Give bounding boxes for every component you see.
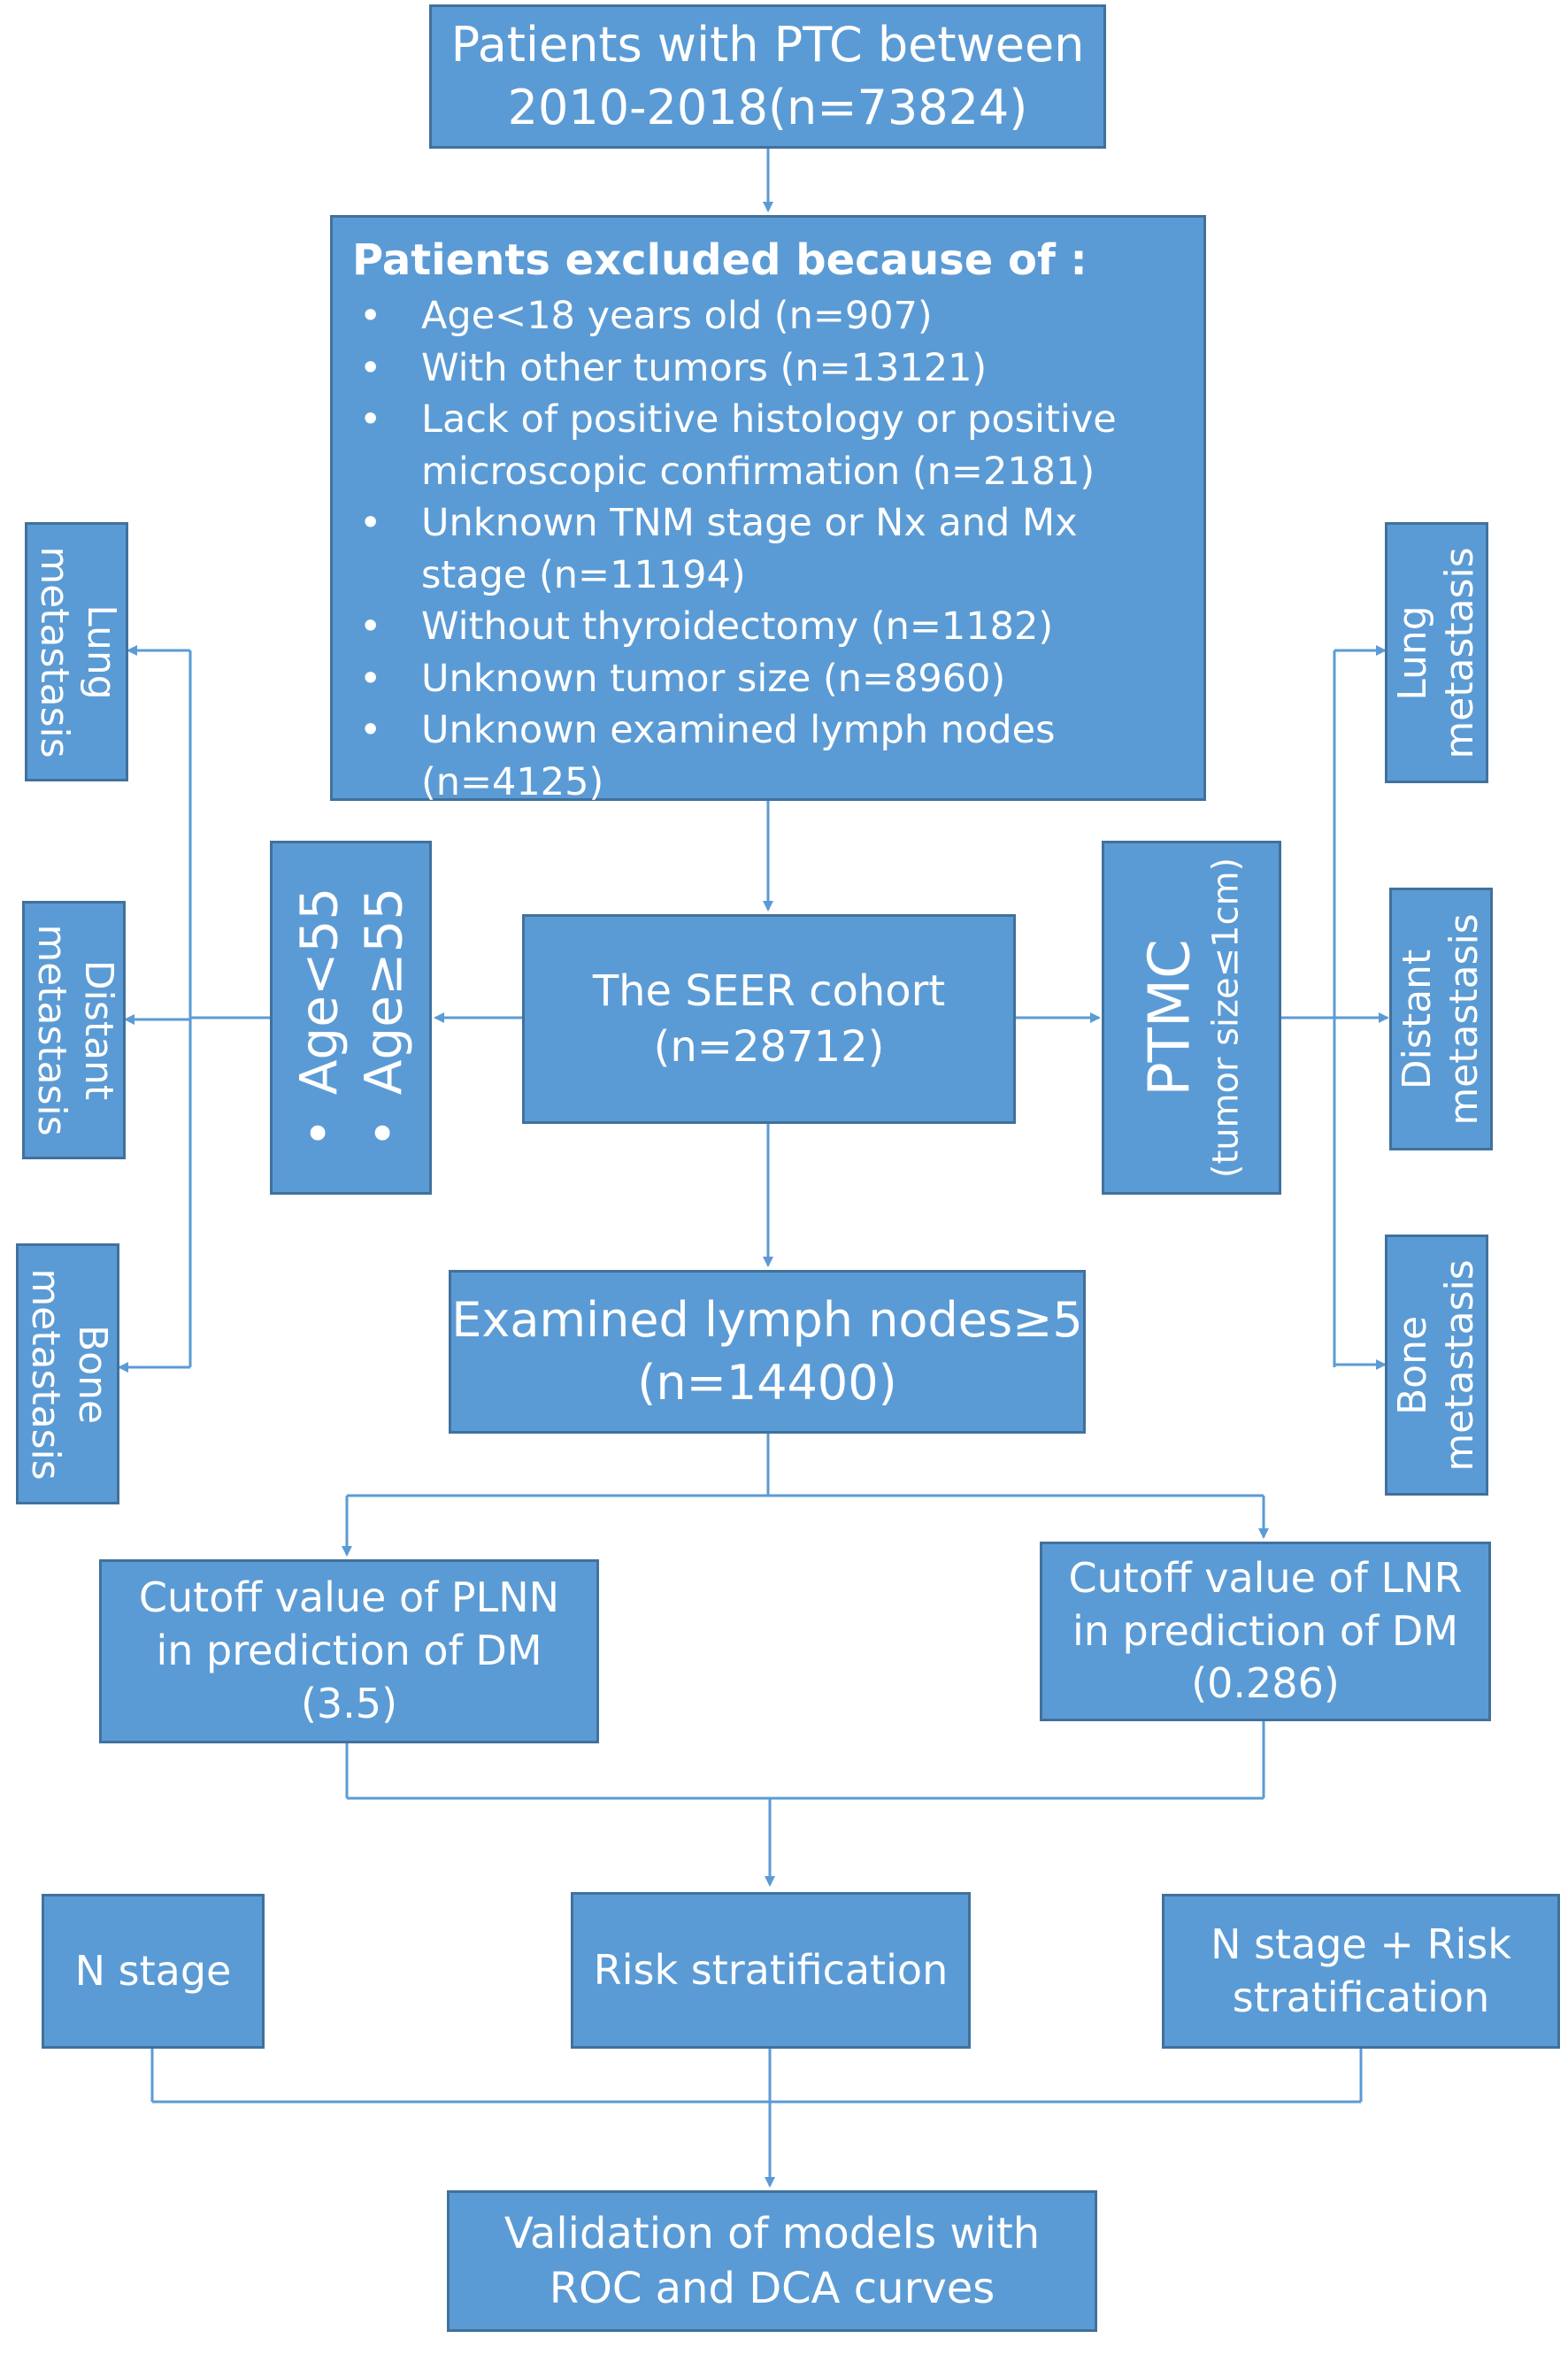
validation-line-1: Validation of models with [503,2208,1041,2258]
left-lung-metastasis-label: Lung metastasis [30,546,124,758]
n-stage-risk-line-2: stratification [1232,1973,1490,2021]
outcome-word: metastasis [1436,1258,1482,1472]
ptc-patients-box: Patients with PTC between 2010-2018(n=73… [429,4,1106,149]
exclusion-title: Patients excluded because of : [352,235,1088,285]
exclusion-item: Unknown examined lymph nodes (n=4125) [352,704,1184,808]
n-stage-risk-box: N stage + Risk stratification [1162,1894,1560,2049]
right-bone-metastasis-box: Bone metastasis [1385,1235,1488,1496]
connector-ptmc-right [1281,650,1336,1367]
connector-examined-split [347,1434,1264,1497]
exclusion-criteria-box: Patients excluded because of : Age<18 ye… [330,215,1206,908]
exclusion-item: Without thyroidectomy (n=1182) [352,601,1184,653]
outcome-word: Distant [1394,949,1440,1089]
left-bone-metastasis-box: Bone metastasis [16,1243,119,1504]
ptmc-title: PTMC [1137,939,1203,1096]
right-lung-metastasis-box: Lung metastasis [1385,522,1488,783]
exclusion-item: Unknown tumor size (n=8960) [352,653,1184,705]
ptc-line-2: 2010-2018(n=73824) [507,79,1028,135]
right-lung-metastasis-label: Lung metastasis [1390,547,1484,758]
connector-age-left [188,650,270,1367]
connector-cutoff-merge [345,1721,1265,1800]
outcome-word: metastasis [1441,912,1487,1126]
age-groups-box: •Age<55 •Age≥55 [270,841,432,1195]
exclusion-item: Age<18 years old (n=907) [352,290,1184,342]
exclusion-item: Lack of positive histology or positive m… [352,394,1184,497]
outcome-word: metastasis [22,1267,68,1481]
lnr-line-1: Cutoff value of LNR [1068,1553,1463,1602]
age-item: •Age≥55 [352,887,413,1149]
right-distant-metastasis-label: Distant metastasis [1395,913,1488,1125]
left-lung-metastasis-box: Lung metastasis [25,522,128,781]
left-distant-metastasis-label: Distant metastasis [27,924,121,1135]
age-groups-text: •Age<55 •Age≥55 [287,888,415,1149]
ptmc-subtitle: (tumor size≤1cm) [1204,857,1246,1179]
outcome-word: Bone [1389,1315,1435,1415]
ptmc-text: PTMC (tumor size≤1cm) [1136,858,1247,1178]
left-distant-metastasis-box: Distant metastasis [22,901,126,1159]
seer-cohort-box: The SEER cohort (n=28712) [522,914,1016,1124]
left-bone-metastasis-label: Bone metastasis [21,1268,115,1480]
seer-line-1: The SEER cohort [592,966,946,1017]
n-stage-label: N stage [74,1946,232,1995]
plnn-line-2: in prediction of DM [156,1627,542,1675]
exclusion-item: Unknown positive lymph nodes (n=3442) [352,808,1184,912]
plnn-line-3: (3.5) [300,1679,398,1727]
plnn-cutoff-box: Cutoff value of PLNN in prediction of DM… [99,1559,599,1743]
age-ge-55: Age≥55 [352,887,413,1096]
age-lt-55: Age<55 [288,887,349,1096]
outcome-word: Bone [69,1324,115,1424]
exclusion-item: Unknown TNM stage or Nx and Mx stage (n=… [352,497,1184,601]
validation-box: Validation of models with ROC and DCA cu… [447,2190,1097,2332]
outcome-word: Lung [1389,604,1435,701]
risk-stratification-label: Risk stratification [593,1945,949,1994]
validation-line-2: ROC and DCA curves [549,2264,995,2313]
n-stage-risk-line-1: N stage + Risk [1211,1919,1511,1968]
lnr-line-3: (0.286) [1191,1659,1340,1708]
lnr-line-2: in prediction of DM [1072,1606,1459,1655]
seer-line-2: (n=28712) [653,1021,885,1072]
age-item: •Age<55 [288,887,349,1149]
exclusion-item: With other tumors (n=13121) [352,342,1184,395]
plnn-line-1: Cutoff value of PLNN [138,1573,560,1622]
outcome-word: Lung [78,604,124,700]
exclusion-list: Age<18 years old (n=907) With other tumo… [352,290,1184,912]
right-bone-metastasis-label: Bone metastasis [1390,1259,1484,1471]
examined-line-2: (n=14400) [637,1354,897,1411]
risk-stratification-box: Risk stratification [571,1892,971,2049]
outcome-word: Distant [75,959,121,1101]
ptmc-box: PTMC (tumor size≤1cm) [1102,841,1281,1195]
n-stage-box: N stage [42,1894,265,2049]
outcome-word: metastasis [1436,546,1482,759]
examined-lymph-nodes-box: Examined lymph nodes≥5 (n=14400) [449,1270,1086,1434]
ptc-line-1: Patients with PTC between [450,17,1085,73]
examined-line-1: Examined lymph nodes≥5 [451,1292,1083,1349]
lnr-cutoff-box: Cutoff value of LNR in prediction of DM … [1040,1542,1491,1721]
connector-models-merge [150,2049,1363,2104]
outcome-word: metastasis [31,545,77,758]
outcome-word: metastasis [28,924,74,1136]
right-distant-metastasis-box: Distant metastasis [1389,888,1493,1150]
